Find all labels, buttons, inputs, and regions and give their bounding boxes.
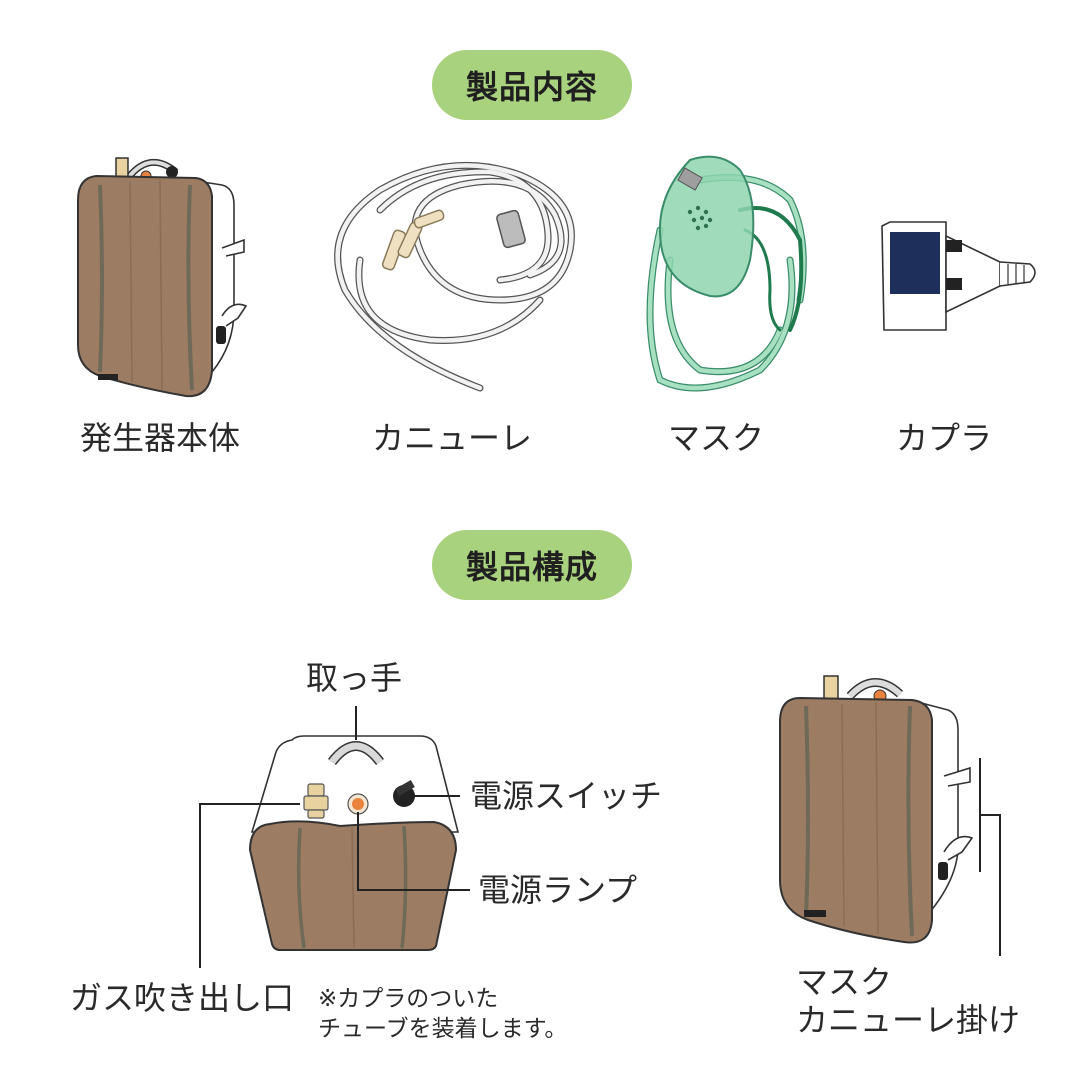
structure-title: 製品構成 (432, 530, 632, 600)
part-label-gas-outlet: ガス吹き出し口 (70, 979, 295, 1017)
part-label-handle: 取っ手 (306, 659, 403, 697)
part-note: ※カプラのついた チューブを装着します。 (318, 984, 567, 1044)
part-label-power-lamp: 電源ランプ (478, 871, 638, 909)
part-label-power-switch: 電源スイッチ (470, 777, 663, 815)
oxygen-mask-icon (646, 155, 807, 392)
part-label-hook-line2: カニューレ掛け (796, 1001, 1021, 1039)
generator-body-icon (77, 157, 248, 398)
cannula-tube-icon (334, 161, 575, 392)
part-note-line2: チューブを装着します。 (318, 1016, 568, 1042)
item-label-coupler: カプラ (896, 419, 993, 457)
item-label-cannula: カニューレ (372, 419, 533, 457)
generator-front-view (248, 735, 460, 951)
item-label-generator: 発生器本体 (80, 419, 241, 457)
leader-lines (199, 706, 470, 968)
coupler-icon (881, 221, 1036, 331)
part-note-line1: ※カプラのついた (318, 986, 499, 1012)
part-label-hook-line1: マスク (796, 963, 893, 1001)
item-label-mask: マスク (668, 419, 765, 457)
generator-side-view (779, 675, 974, 944)
contents-title: 製品内容 (432, 50, 632, 120)
